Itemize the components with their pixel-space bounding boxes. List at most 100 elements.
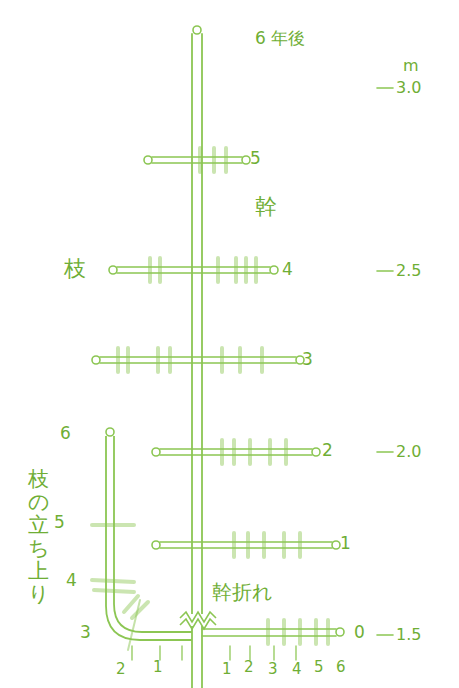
branch-line	[160, 454, 312, 456]
growth-hatch	[124, 596, 138, 612]
growth-hatch	[158, 258, 162, 282]
growth-hatch	[148, 258, 152, 282]
scale-tick	[377, 270, 393, 272]
year-caption: 6 年後	[255, 30, 305, 47]
branch-tip	[242, 156, 250, 164]
ring-mark	[249, 646, 250, 660]
growth-hatch	[298, 620, 302, 644]
branch-tip	[144, 156, 152, 164]
growth-hatch	[262, 533, 266, 557]
ring-number: 1	[222, 662, 232, 677]
growth-hatch	[266, 620, 270, 644]
ring-number: 2	[244, 660, 254, 675]
branch-tip	[92, 356, 100, 364]
growth-hatch	[220, 440, 224, 464]
year-number: 1	[340, 535, 351, 552]
growth-hatch	[284, 440, 288, 464]
year-number: 4	[282, 261, 293, 278]
ring-number: 6	[336, 660, 346, 675]
branch-line	[160, 547, 332, 549]
ring-mark	[131, 646, 132, 660]
growth-hatch	[116, 348, 120, 372]
scale-value: 2.5	[396, 263, 421, 279]
scale-value: 3.0	[396, 80, 421, 96]
trunk-break	[180, 619, 216, 629]
branch-tip	[152, 448, 160, 456]
ring-number: 5	[314, 660, 324, 675]
growth-hatch	[232, 533, 236, 557]
scale-tick	[377, 87, 393, 89]
ring-number: 1	[153, 660, 163, 675]
growth-hatch	[216, 258, 220, 282]
growth-hatch	[232, 440, 236, 464]
growth-hatch	[92, 580, 134, 582]
growth-hatch	[314, 620, 318, 644]
growth-hatch	[168, 348, 172, 372]
branch-line	[160, 541, 332, 543]
branch-line	[152, 156, 242, 158]
trunk-line	[191, 34, 193, 688]
growth-hatch	[244, 258, 248, 282]
branch-line	[117, 266, 270, 268]
growth-hatch	[126, 348, 130, 372]
growth-hatch	[326, 620, 330, 644]
ring-mark	[181, 646, 182, 660]
growth-hatch	[282, 620, 286, 644]
branch-tip	[336, 628, 344, 636]
year-number: 3	[80, 624, 91, 641]
unit-label: m	[403, 58, 419, 74]
scale-tick	[377, 451, 393, 453]
scale-tick	[377, 634, 393, 636]
growth-hatch	[248, 440, 252, 464]
rising-branch	[106, 436, 192, 640]
branch-tip	[109, 266, 117, 274]
growth-hatch	[132, 602, 148, 618]
growth-hatch	[298, 533, 302, 557]
part-name: 幹	[255, 196, 277, 218]
growth-hatch	[212, 148, 216, 172]
part-name: 枝	[64, 258, 86, 280]
branch-line	[117, 272, 270, 274]
branch-tip	[106, 428, 114, 436]
branch-tip	[312, 448, 320, 456]
growth-hatch	[156, 348, 160, 372]
growth-hatch	[220, 348, 224, 372]
ring-number: 2	[116, 662, 126, 677]
growth-hatch	[246, 533, 250, 557]
drawing	[92, 26, 393, 688]
part-name: 幹折れ	[212, 582, 272, 602]
ring-mark	[159, 646, 160, 660]
ring-number: 3	[268, 662, 278, 677]
branch-line	[100, 362, 296, 364]
rising-branch	[114, 436, 192, 632]
part-name: 枝の立ち上り	[28, 468, 49, 607]
growth-hatch	[268, 440, 272, 464]
growth-hatch	[238, 348, 242, 372]
branch-line	[100, 356, 296, 358]
growth-hatch	[92, 523, 134, 527]
growth-hatch	[224, 148, 228, 172]
branch-line	[202, 628, 336, 630]
ring-mark	[229, 646, 230, 660]
scale-value: 2.0	[396, 444, 421, 460]
branch-tip	[152, 541, 160, 549]
branch-line	[152, 162, 242, 164]
branch-tip	[193, 26, 201, 34]
branch-line	[202, 635, 336, 637]
year-number: 6	[60, 425, 71, 442]
branch-tip	[332, 541, 340, 549]
year-number: 0	[354, 624, 365, 641]
year-number: 4	[66, 572, 77, 589]
branch-line	[160, 448, 312, 450]
year-number: 3	[302, 351, 313, 368]
ring-mark	[295, 646, 296, 660]
trunk-line	[201, 34, 203, 688]
growth-hatch	[128, 600, 140, 650]
year-number: 5	[54, 514, 65, 531]
growth-hatch	[254, 258, 258, 282]
ring-mark	[273, 646, 274, 660]
growth-hatch	[282, 533, 286, 557]
growth-hatch	[260, 348, 264, 372]
